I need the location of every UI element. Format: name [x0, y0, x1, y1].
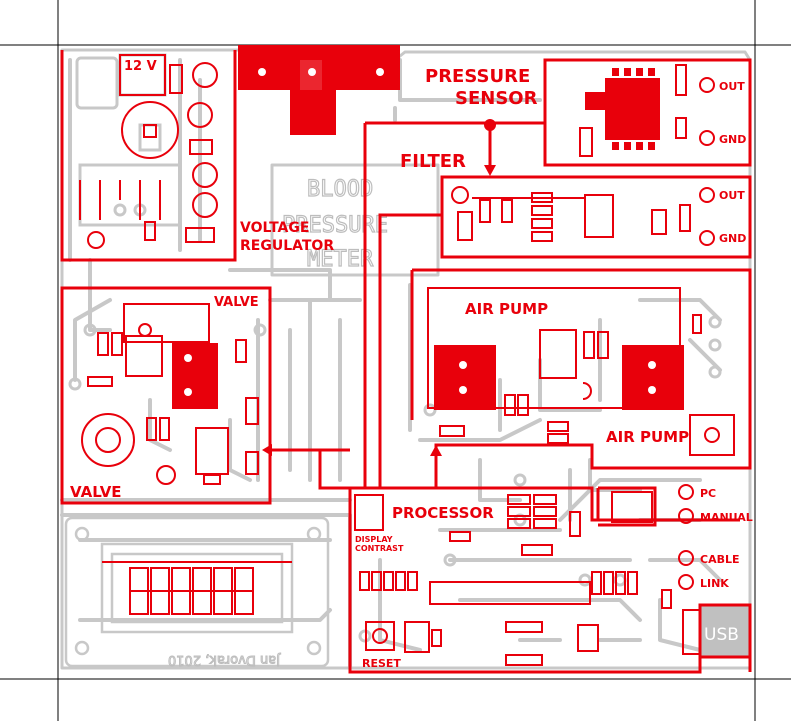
usb-label: USB	[704, 625, 739, 645]
gnd-label-filter: GND	[719, 232, 746, 245]
processor-parts	[354, 484, 728, 666]
valve-bottom-label: VALVE	[70, 483, 122, 501]
manual-label: MANUAL	[700, 511, 753, 524]
pressure-label: PRESSURE	[425, 66, 530, 87]
pc-label: PC	[700, 487, 716, 500]
out-label-sensor: OUT	[719, 80, 745, 93]
filter-label: FILTER	[400, 151, 466, 172]
lcd-display	[64, 516, 330, 668]
out-label-filter: OUT	[719, 189, 745, 202]
air-pump-bottom-label: AIR PUMP	[606, 428, 689, 446]
reset-label: RESET	[362, 657, 401, 670]
lcd-segments	[102, 561, 292, 615]
voltage-regulator-parts	[79, 54, 218, 249]
cable-label: CABLE	[700, 553, 740, 566]
silkscreen-title: BLOOD PRESSURE METER	[281, 176, 388, 272]
regulator-label: REGULATOR	[240, 238, 334, 254]
air-pump-parts	[427, 287, 735, 456]
top-connector	[238, 45, 400, 135]
pressure-sensor-chip	[579, 64, 715, 157]
silk-meter: METER	[307, 247, 374, 272]
usb-connector	[698, 603, 752, 659]
filter-section	[440, 175, 752, 259]
link-label: LINK	[700, 577, 729, 590]
pressure-sensor-section	[363, 58, 752, 488]
valve-top-label: VALVE	[214, 295, 259, 310]
display-label: DISPLAY	[355, 535, 393, 544]
contrast-label: CONTRAST	[355, 544, 404, 553]
valve-parts	[81, 303, 259, 485]
gnd-label-sensor: GND	[719, 133, 746, 146]
silk-author: Jan Dvorak, 2010	[168, 652, 281, 667]
processor-label: PROCESSOR	[392, 504, 494, 522]
silk-pressure: PRESSURE	[282, 213, 388, 238]
twelve-volt-label: 12 V	[124, 59, 157, 74]
voltage-regulator-section	[60, 50, 237, 262]
air-pump-top-label: AIR PUMP	[465, 300, 548, 318]
silk-blood: BLOOD	[307, 177, 373, 202]
voltage-label: VOLTAGE	[240, 220, 309, 236]
sensor-label: SENSOR	[455, 88, 538, 109]
valve-section	[60, 286, 272, 505]
filter-parts	[451, 186, 715, 246]
